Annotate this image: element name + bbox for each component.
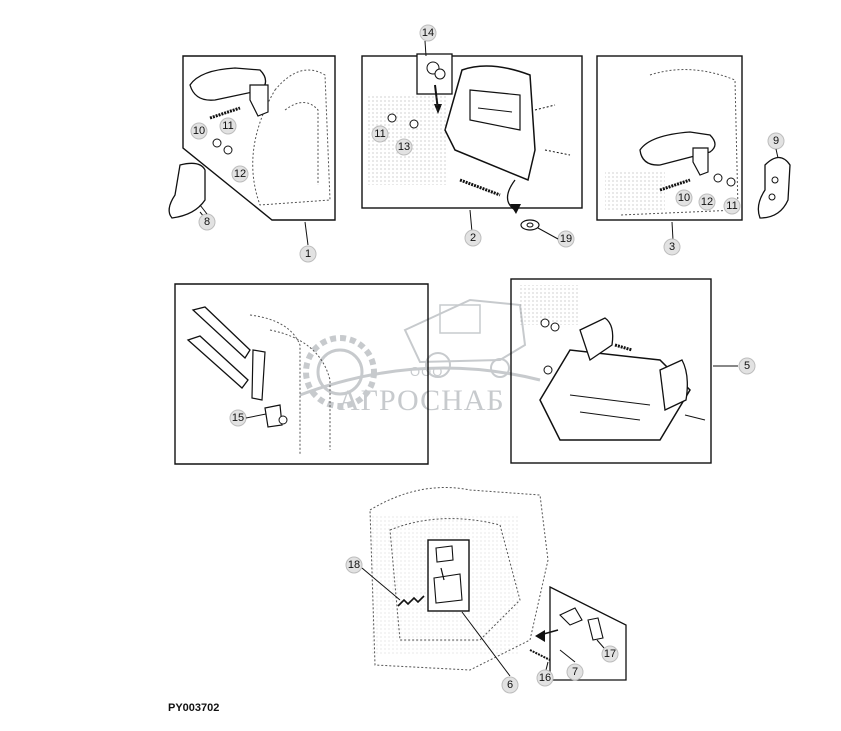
callout-1: 1 bbox=[305, 248, 311, 260]
callout-12b-circle bbox=[698, 193, 716, 211]
callout-6: 6 bbox=[507, 679, 513, 691]
callout-10b-circle bbox=[675, 189, 693, 207]
panel-2-backrest-frame bbox=[361, 53, 583, 233]
callout-19: 19 bbox=[560, 233, 572, 245]
callout-11b-circle bbox=[371, 125, 389, 143]
callout-18: 18 bbox=[348, 559, 360, 571]
callout-3: 3 bbox=[669, 241, 675, 253]
callout-10a: 10 bbox=[193, 125, 205, 137]
callout-2: 2 bbox=[470, 232, 476, 244]
callout-8: 8 bbox=[204, 216, 210, 228]
callout-18-circle bbox=[345, 556, 363, 574]
callout-11c: 11 bbox=[726, 200, 737, 212]
callout-10b: 10 bbox=[678, 192, 690, 204]
callout-13: 13 bbox=[398, 141, 410, 153]
panel-1-left-armrest bbox=[182, 55, 336, 246]
callout-11a: 11 bbox=[222, 120, 233, 132]
callouts bbox=[190, 24, 785, 694]
watermark-company-name: АГРОСНАБ bbox=[338, 384, 505, 417]
callout-2-circle bbox=[464, 229, 482, 247]
callout-14-circle bbox=[419, 24, 437, 42]
callout-11a-circle bbox=[219, 117, 237, 135]
panel-4-seat-belts bbox=[174, 283, 429, 465]
callout-12a: 12 bbox=[234, 168, 246, 180]
document-id: PY003702 bbox=[168, 702, 220, 714]
callout-12a-circle bbox=[231, 165, 249, 183]
watermark-logo: ООО АГРОСНАБ bbox=[299, 298, 541, 417]
part-19-washer bbox=[520, 219, 540, 231]
part-9-armrest-cover bbox=[757, 156, 791, 219]
callout-5: 5 bbox=[744, 360, 750, 372]
callout-11b: 11 bbox=[374, 128, 385, 140]
callout-9: 9 bbox=[773, 135, 779, 147]
callout-6-circle bbox=[501, 676, 519, 694]
callout-11c-circle bbox=[723, 197, 741, 215]
callout-3-circle bbox=[663, 238, 681, 256]
callout-leaders bbox=[199, 40, 779, 649]
callout-15: 15 bbox=[232, 412, 244, 424]
callout-16-circle bbox=[536, 669, 554, 687]
callout-7-circle bbox=[566, 663, 584, 681]
callout-17-circle bbox=[601, 645, 619, 663]
callout-10a-circle bbox=[190, 122, 208, 140]
callout-12b: 12 bbox=[701, 196, 713, 208]
callout-16: 16 bbox=[539, 672, 551, 684]
callout-7: 7 bbox=[572, 666, 578, 678]
panel-3-right-armrest bbox=[596, 55, 743, 241]
watermark-prefix: ООО bbox=[410, 364, 443, 379]
callout-14: 14 bbox=[422, 27, 434, 39]
panel-6-seat-lower bbox=[369, 487, 627, 681]
callout-13-circle bbox=[395, 138, 413, 156]
callout-1-circle bbox=[299, 245, 317, 263]
part-8-armrest-cover bbox=[168, 162, 206, 219]
callout-5-circle bbox=[738, 357, 756, 375]
callout-17: 17 bbox=[604, 648, 616, 660]
panel-5-seat-base bbox=[510, 278, 738, 464]
